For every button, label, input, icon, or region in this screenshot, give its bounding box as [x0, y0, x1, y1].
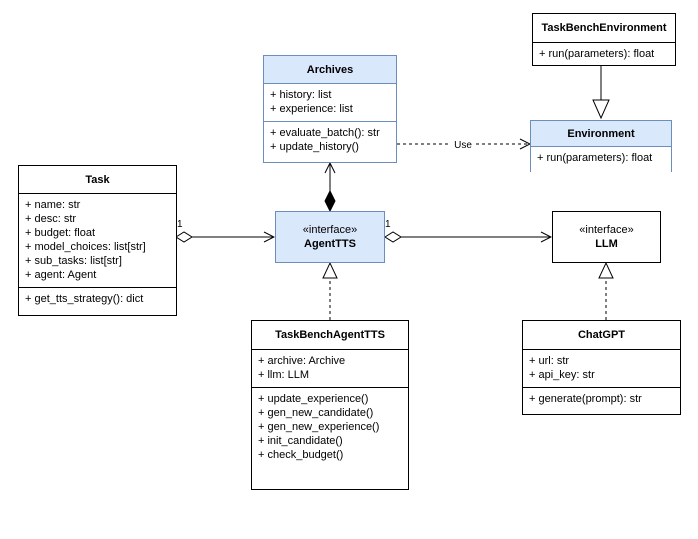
class-taskbenchenvironment[interactable]: TaskBenchEnvironment + run(parameters): …	[532, 13, 676, 66]
operations-section: + run(parameters): float	[533, 42, 675, 66]
attributes-section: + name: str + desc: str + budget: float …	[19, 193, 176, 287]
operation: + check_budget()	[258, 449, 344, 461]
operation: + gen_new_candidate()	[258, 407, 374, 419]
attributes-section: + history: list + experience: list	[264, 83, 396, 121]
realization-taskbenchagenttts-agenttts	[322, 261, 338, 320]
operation: + update_history()	[270, 141, 359, 153]
stereotype: «interface»	[579, 224, 634, 236]
class-name: TaskBenchEnvironment	[541, 22, 667, 34]
class-name: Archives	[306, 63, 354, 76]
attributes-section: + archive: Archive + llm: LLM	[252, 349, 408, 387]
class-name: Task	[85, 173, 110, 186]
class-taskbenchagenttts[interactable]: TaskBenchAgentTTS + archive: Archive + l…	[251, 320, 409, 490]
interface-agenttts[interactable]: «interface» AgentTTS	[275, 211, 385, 263]
class-name: ChatGPT	[577, 329, 626, 341]
agent-multiplicity: 1	[385, 219, 391, 230]
class-name: TaskBenchAgentTTS	[275, 329, 385, 341]
operations-section: + evaluate_batch(): str + update_history…	[264, 121, 396, 162]
class-name: Environment	[567, 127, 635, 140]
stereotype: «interface»	[302, 224, 358, 236]
class-name: AgentTTS	[304, 238, 356, 250]
class-chatgpt[interactable]: ChatGPT + url: str + api_key: str + gene…	[522, 320, 681, 415]
attribute: + model_choices: list[str]	[25, 241, 146, 253]
operation: + run(parameters): float	[537, 152, 653, 164]
operation: + update_experience()	[258, 393, 369, 405]
operation: + gen_new_experience()	[258, 421, 380, 433]
use-label: Use	[454, 140, 472, 151]
operations-section: + get_tts_strategy(): dict	[19, 287, 176, 311]
attribute: + archive: Archive	[258, 355, 346, 367]
class-environment[interactable]: Environment + run(parameters): float	[530, 120, 672, 172]
operations-section: + update_experience() + gen_new_candidat…	[252, 387, 408, 467]
class-name: LLM	[595, 238, 618, 250]
attribute: + history: list	[270, 89, 332, 101]
class-task[interactable]: Task + name: str + desc: str + budget: f…	[18, 165, 177, 316]
attributes-section: + url: str + api_key: str	[523, 349, 680, 387]
composition-agenttts-archives	[324, 163, 336, 213]
operations-section: + run(parameters): float	[531, 146, 671, 172]
attribute: + desc: str	[25, 213, 77, 225]
attribute: + url: str	[529, 355, 570, 367]
operation: + get_tts_strategy(): dict	[25, 293, 144, 305]
attribute: + budget: float	[25, 227, 96, 239]
operations-section: + generate(prompt): str	[523, 387, 680, 411]
interface-header: «interface» LLM	[553, 212, 660, 262]
realization-chatgpt-llm	[598, 261, 614, 320]
aggregation-task-agenttts: 1	[175, 219, 274, 243]
aggregation-agenttts-llm: 1	[384, 219, 551, 243]
generalization-taskbenchenv-environment	[592, 66, 610, 120]
dependency-use-archives-environment: Use	[397, 140, 530, 151]
operation: + generate(prompt): str	[529, 393, 642, 405]
interface-header: «interface» AgentTTS	[276, 212, 384, 262]
attribute: + sub_tasks: list[str]	[25, 255, 122, 267]
operation: + run(parameters): float	[539, 48, 655, 60]
attribute: + agent: Agent	[25, 269, 97, 281]
task-multiplicity: 1	[177, 219, 183, 230]
interface-llm[interactable]: «interface» LLM	[552, 211, 661, 263]
attribute: + llm: LLM	[258, 369, 310, 381]
operation: + evaluate_batch(): str	[270, 127, 380, 139]
attribute: + api_key: str	[529, 369, 595, 381]
class-archives[interactable]: Archives + history: list + experience: l…	[263, 55, 397, 163]
attribute: + experience: list	[270, 103, 353, 115]
operation: + init_candidate()	[258, 435, 343, 447]
attribute: + name: str	[25, 199, 81, 211]
